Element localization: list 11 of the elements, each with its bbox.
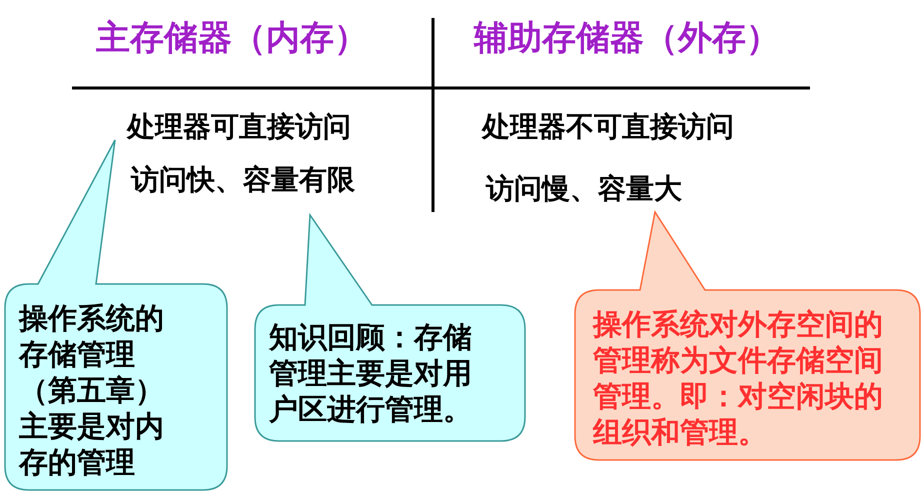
table-cell: 处理器不可直接访问 <box>482 110 734 144</box>
speech-bubble <box>573 210 922 462</box>
callout-text: 知识回顾：存储管理主要是对用户区进行管理。 <box>269 319 473 427</box>
column-heading: 主存储器（内存） <box>96 18 368 58</box>
speech-bubble <box>253 213 527 443</box>
table-cell: 处理器可直接访问 <box>127 110 351 144</box>
callout-text: 操作系统对外存空间的管理称为文件存储空间管理。即：对空闲块的组织和管理。 <box>593 306 884 450</box>
table-cell: 访问快、容量有限 <box>131 163 355 197</box>
column-heading: 辅助存储器（外存） <box>474 18 780 58</box>
table-cell: 访问慢、容量大 <box>486 172 682 206</box>
callout-text: 操作系统的存储管理（第五章）主要是对内存的管理 <box>19 300 165 480</box>
